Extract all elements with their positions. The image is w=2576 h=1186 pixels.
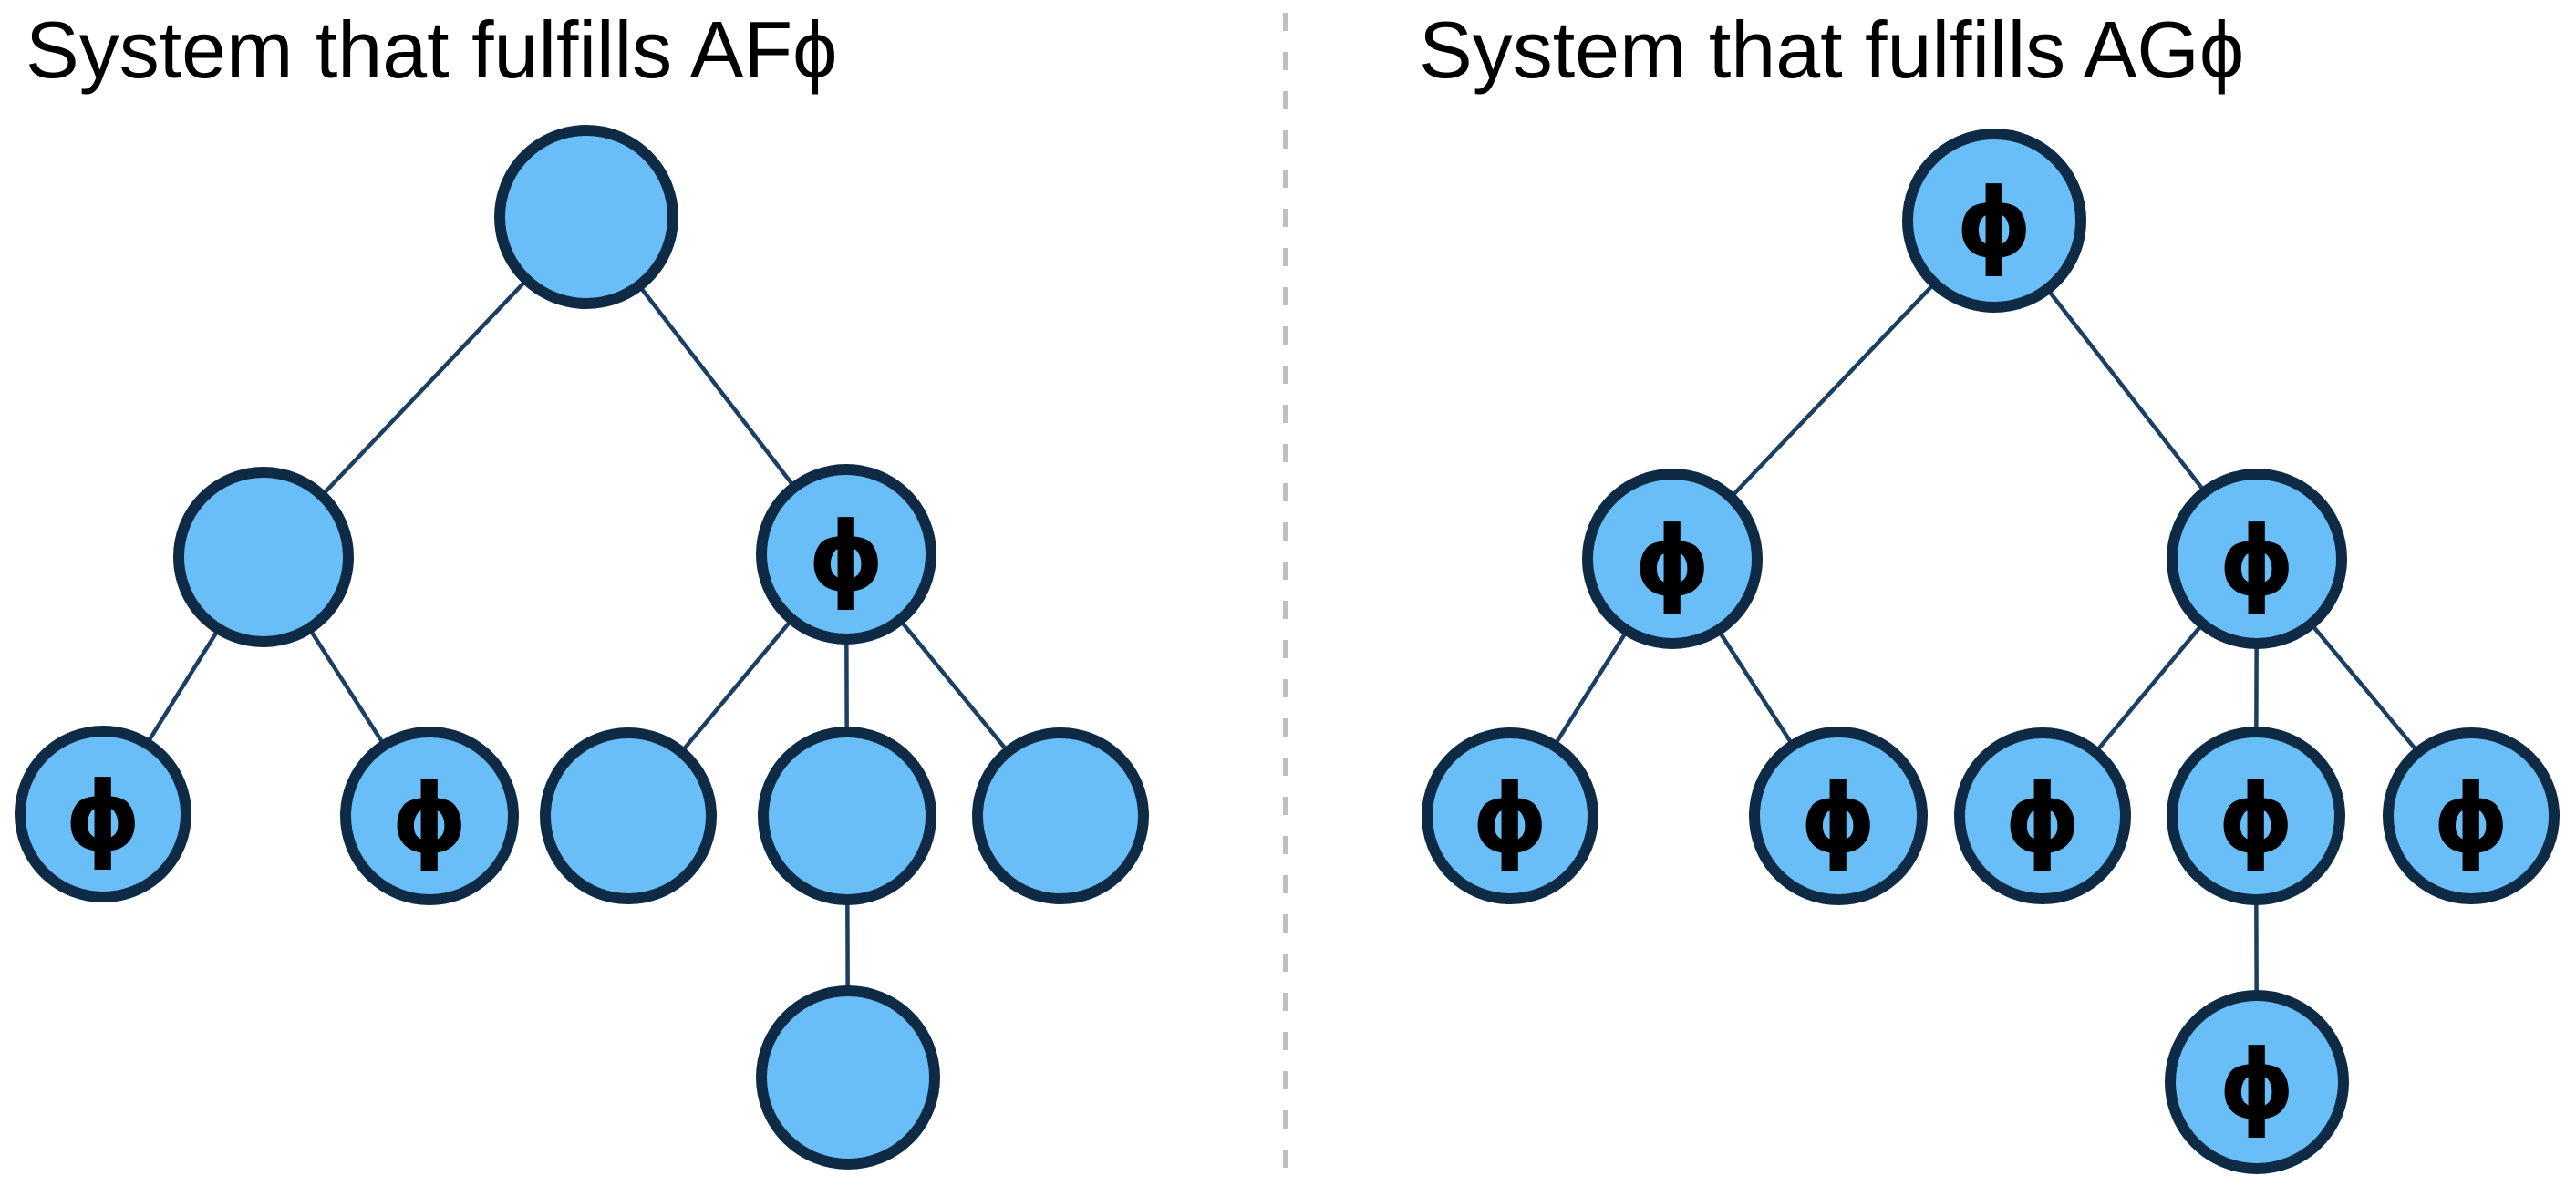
node-label-phi: ϕ: [1472, 763, 1548, 874]
tree-node: [1582, 469, 1763, 649]
node-label-phi: ϕ: [1800, 763, 1877, 874]
tree-node: [1422, 727, 1598, 904]
tree-node: [340, 727, 519, 905]
af-panel-title: System that fulfills AFϕ: [26, 5, 838, 95]
node-label-phi: ϕ: [1634, 506, 1711, 617]
ag-tree: ϕ ϕ ϕ ϕ ϕ ϕ ϕ ϕ ϕ: [1422, 129, 2560, 1174]
tree-node: [173, 467, 354, 647]
node-label-phi: ϕ: [65, 761, 141, 872]
tree-node: [2167, 727, 2345, 905]
ag-panel-title: System that fulfills AGϕ: [1419, 5, 2245, 95]
node-label-phi: ϕ: [808, 501, 885, 613]
tree-node: [758, 727, 936, 905]
tree-node: [756, 985, 940, 1170]
tree-node: [2383, 727, 2560, 904]
tree-node: [1954, 727, 2131, 904]
tree-node: [494, 125, 678, 309]
af-tree: ϕ ϕ ϕ: [15, 125, 1149, 1170]
tree-node: [972, 727, 1149, 904]
tree-node: [2167, 469, 2347, 649]
node-label-phi: ϕ: [2433, 763, 2509, 874]
tree-node: [540, 727, 717, 904]
node-label-phi: ϕ: [2218, 763, 2294, 874]
tree-node: [1902, 129, 2086, 313]
node-label-phi: ϕ: [2219, 1029, 2295, 1140]
tree-node: [15, 726, 191, 902]
tree-node: [2165, 990, 2349, 1174]
tree-node: [1749, 727, 1928, 905]
node-label-phi: ϕ: [391, 763, 468, 874]
node-label-phi: ϕ: [2219, 506, 2295, 617]
tree-node: [756, 464, 936, 645]
node-label-phi: ϕ: [1956, 168, 2033, 279]
node-label-phi: ϕ: [2004, 763, 2081, 874]
